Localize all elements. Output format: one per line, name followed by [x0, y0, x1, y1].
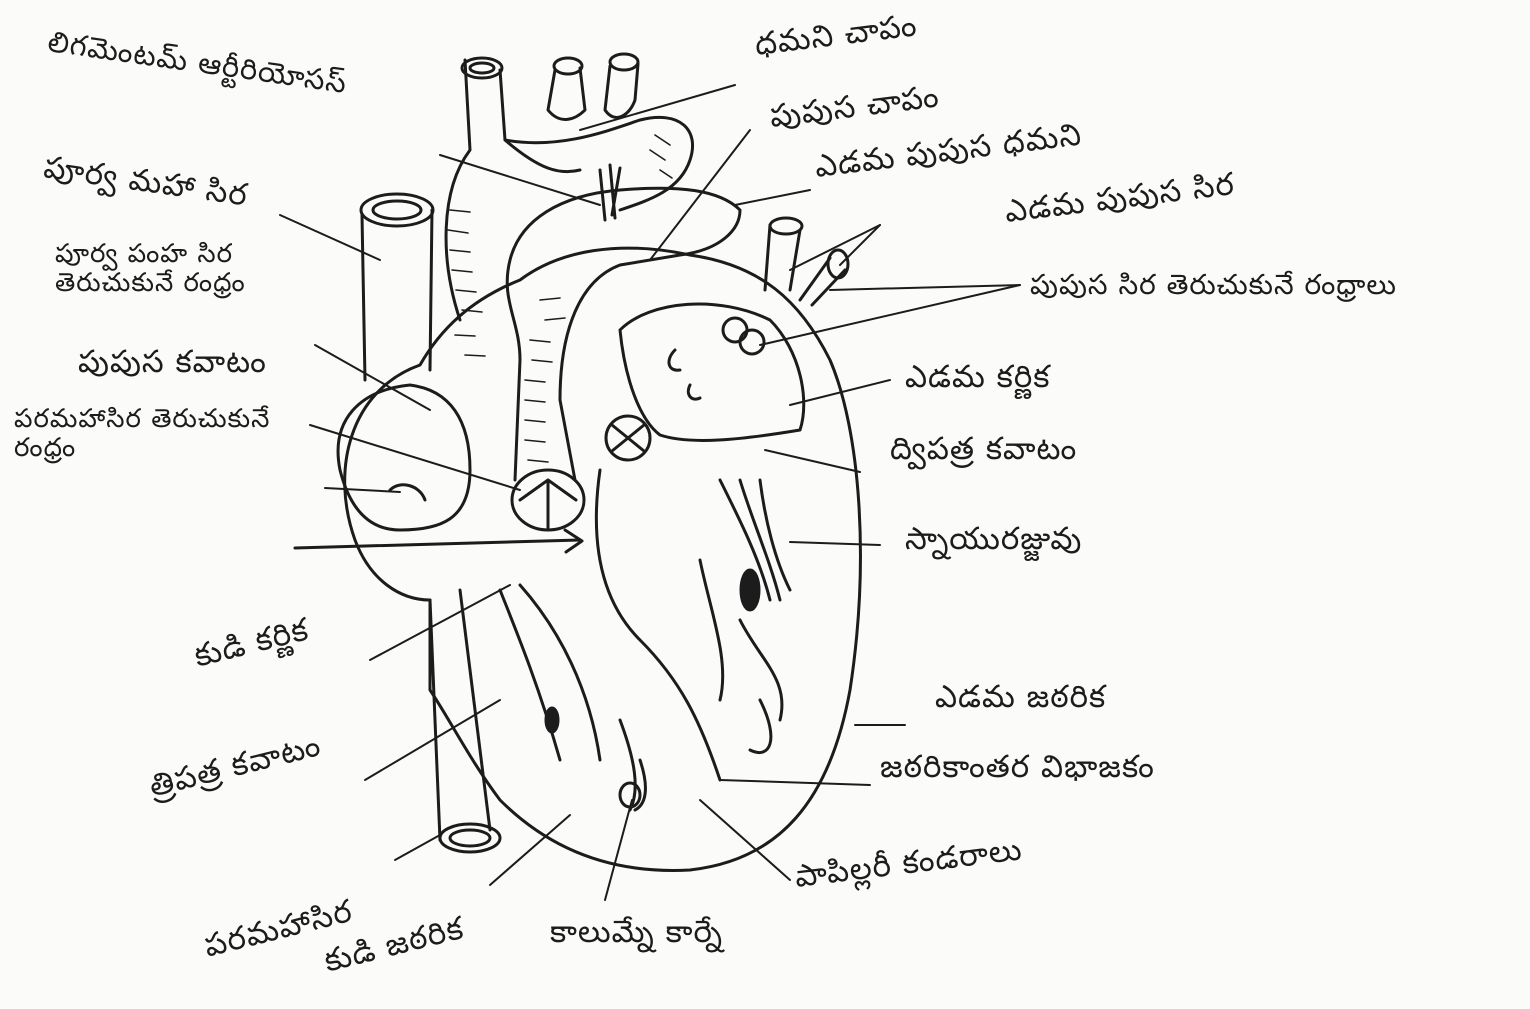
label-coronary-sinus-opening: పూర్వ పంహ సిర తెరుచుకునే రంధ్రం: [55, 240, 315, 297]
interventricular-septum: [596, 470, 720, 780]
label-columnae-carneae: కాలుమ్నే కార్నే: [550, 915, 723, 949]
label-bicuspid-valve: ద్విపత్ర కవాటం: [890, 432, 1077, 466]
papillary-muscle: [620, 720, 645, 810]
aorta: [446, 60, 580, 320]
flow-arrow: [295, 540, 580, 548]
heart-outline: [345, 248, 861, 870]
label-left-atrium: ఎడమ కర్ణిక: [905, 360, 1050, 394]
label-pulmonary-vein-openings: పుపుస సిర తెరుచుకునే రంధ్రాలు: [1030, 270, 1397, 301]
inferior-vena-cava: [430, 590, 490, 840]
label-left-ventricle: ఎడమ జఠరిక: [935, 680, 1106, 714]
label-ivc-opening: పరమహాసిర తెరుచుకునే రంధ్రం: [14, 405, 314, 462]
superior-vena-cava: [362, 210, 432, 380]
label-chordae-tendineae: స్నాయురజ్జువు: [905, 522, 1082, 556]
label-pulmonary-valve: పుపుస కవాటం: [78, 345, 267, 379]
tricuspid-valve: [500, 585, 600, 760]
left-atrium-wall: [620, 304, 804, 440]
label-interventricular-septum: జఠరికాంతర విభాజకం: [880, 750, 1155, 784]
right-atrium-wall: [338, 385, 470, 530]
